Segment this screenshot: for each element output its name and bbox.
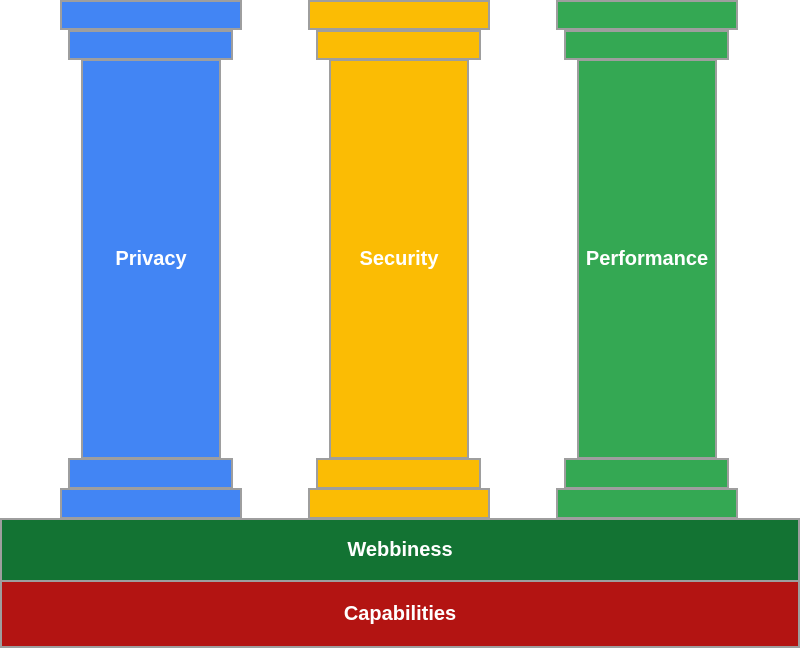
pillar-base	[316, 458, 481, 489]
pillar-label: Privacy	[115, 247, 187, 270]
pillar-capital-top	[556, 0, 738, 30]
foundation-webbiness: Webbiness	[0, 518, 800, 582]
pillar-capital	[316, 30, 481, 60]
foundation-label: Webbiness	[347, 538, 453, 561]
pillar-plinth	[60, 488, 242, 519]
pillar-shaft: Privacy	[81, 59, 221, 459]
pillar-shaft: Performance	[577, 59, 717, 459]
foundation-label: Capabilities	[343, 602, 457, 625]
foundation-capabilities: Capabilities	[0, 580, 800, 648]
pillar-label: Performance	[585, 247, 709, 270]
pillar-capital-top	[60, 0, 242, 30]
pillar-capital	[564, 30, 729, 60]
pillar-base	[68, 458, 233, 489]
pillar-plinth	[556, 488, 738, 519]
pillar-capital	[68, 30, 233, 60]
pillar-label: Security	[359, 247, 439, 270]
pillar-plinth	[308, 488, 490, 519]
pillar-shaft: Security	[329, 59, 469, 459]
pillar-base	[564, 458, 729, 489]
pillar-security: Security	[248, 0, 800, 519]
pillar-capital-top	[308, 0, 490, 30]
pillar-performance: Performance	[496, 0, 800, 519]
